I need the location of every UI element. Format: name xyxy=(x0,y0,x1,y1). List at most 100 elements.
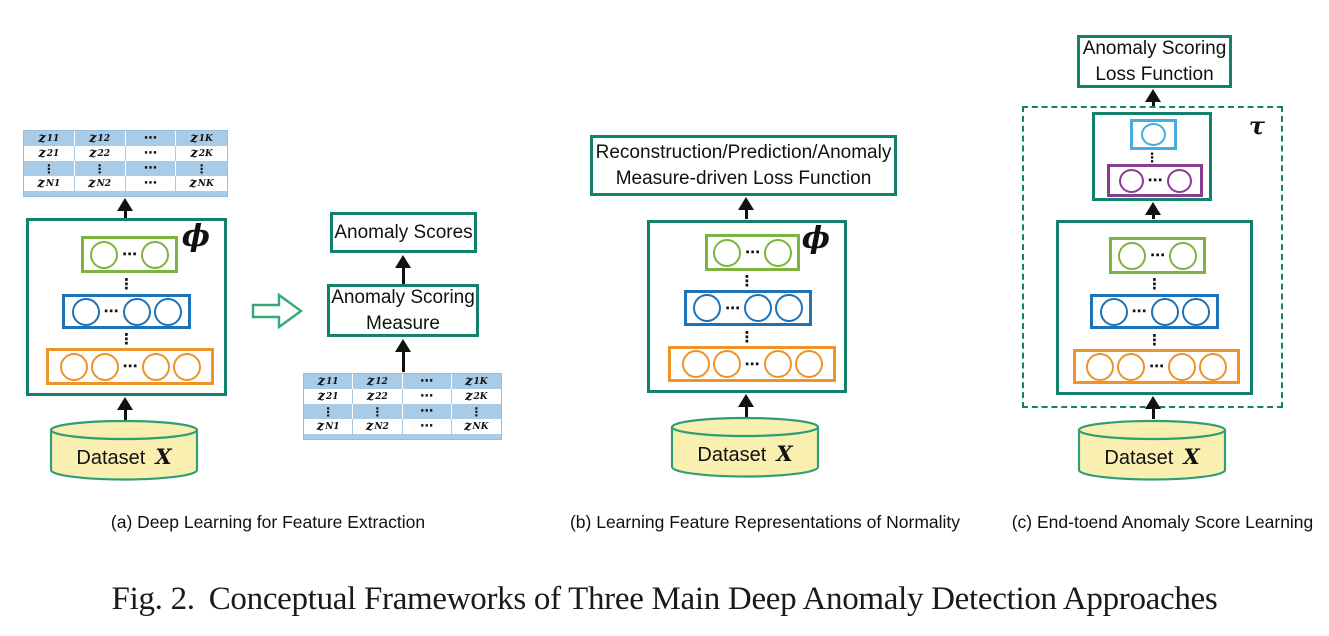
matrix-cell: ⋯ xyxy=(403,419,452,434)
panel-b-caption: (b) Learning Feature Representations of … xyxy=(569,512,961,532)
scorer-network-box: ⋮ ⋯ xyxy=(1092,112,1212,201)
vertical-dots: ⋮ xyxy=(1145,151,1159,166)
hollow-arrow-icon xyxy=(251,292,304,330)
arrow-network-to-matrix xyxy=(117,198,133,218)
neuron-circle xyxy=(713,238,741,267)
loss-line2: Loss Function xyxy=(1095,63,1214,85)
vertical-dots: ⋮ xyxy=(119,275,134,293)
dataset-word: Dataset xyxy=(76,447,146,469)
neuron-circle xyxy=(1086,352,1114,381)
panel-c-caption: (c) End-toend Anomaly Score Learning xyxy=(1011,512,1314,532)
matrix-row: ⋮⋮⋯⋮ xyxy=(24,161,227,176)
ellipsis-dots: ⋯ xyxy=(1149,357,1164,375)
arrow-stem xyxy=(123,211,127,218)
tau-symbol: τ xyxy=(1248,111,1265,140)
neuron-circle xyxy=(141,352,170,381)
neuron-circle xyxy=(59,352,88,381)
feature-network-box: ϕ ⋯ ⋮ ⋯ ⋮ ⋯ xyxy=(26,218,227,396)
dataset-symbol: X xyxy=(776,441,793,466)
ellipsis-dots: ⋯ xyxy=(1150,246,1165,264)
hidden-layer-green: ⋯ xyxy=(1109,237,1206,274)
neuron-circle xyxy=(1118,168,1144,193)
neuron-circle xyxy=(172,352,201,381)
ellipsis-dots: ⋯ xyxy=(1147,171,1163,189)
hidden-layer-blue: ⋯ xyxy=(62,294,191,329)
matrix-cell: ⋮ xyxy=(75,161,126,176)
loss-function-box-c: Anomaly Scoring Loss Function xyxy=(1077,35,1232,88)
arrow-head xyxy=(1145,396,1161,409)
arrow-stem xyxy=(1151,102,1155,106)
neuron-circle xyxy=(1199,352,1227,381)
arrow-head xyxy=(1145,89,1161,102)
arrow-head xyxy=(738,394,754,407)
arrow-head xyxy=(117,397,133,410)
arrow-tau-to-loss xyxy=(1145,89,1161,106)
matrix-cell: ⋮ xyxy=(353,404,403,419)
cylinder-shape xyxy=(1077,419,1227,481)
ellipsis-dots: ⋯ xyxy=(103,302,119,320)
vertical-dots: ⋮ xyxy=(119,330,134,348)
matrix-cell: ⋯ xyxy=(126,131,177,146)
scoring-measure-line2: Measure xyxy=(366,312,440,334)
neuron-circle xyxy=(794,350,823,378)
matrix-cell: ⋮ xyxy=(24,161,75,176)
ellipsis-dots: ⋯ xyxy=(1131,302,1147,320)
matrix-cell: ⋯ xyxy=(126,176,177,191)
figure-caption: Fig. 2.Conceptual Frameworks of Three Ma… xyxy=(0,581,1329,618)
neuron-circle xyxy=(153,297,182,326)
input-layer-orange: ⋯ xyxy=(46,348,214,385)
neuron-circle xyxy=(1181,297,1210,326)
panel-a-caption: (a) Deep Learning for Feature Extraction xyxy=(110,512,426,532)
hidden-layer-blue: ⋯ xyxy=(1090,294,1219,329)
vertical-dots: ⋮ xyxy=(739,272,755,290)
figure-caption-text: Conceptual Frameworks of Three Main Deep… xyxy=(208,581,1218,617)
neuron-circle xyxy=(1168,352,1196,381)
neuron-circle xyxy=(71,297,100,326)
matrix-cell: ⋯ xyxy=(126,146,177,161)
neuron-circle xyxy=(1169,241,1197,270)
arrow-head xyxy=(117,198,133,211)
arrow-stem xyxy=(744,407,748,417)
matrix-cell: ⋯ xyxy=(126,161,177,176)
arrow-stem xyxy=(1151,215,1155,219)
loss-line2: Measure-driven Loss Function xyxy=(615,167,872,189)
matrix-cell: ⋯ xyxy=(403,374,452,389)
loss-function-box-b: Reconstruction/Prediction/Anomaly Measur… xyxy=(590,135,897,196)
transform-arrow xyxy=(250,291,304,336)
cylinder-shape xyxy=(49,419,199,481)
feature-network-box-b: ϕ ⋯ ⋮ ⋯ ⋮ ⋯ xyxy=(647,220,847,393)
arrow-network-to-loss xyxy=(738,197,754,219)
neuron-circle xyxy=(90,240,118,269)
neuron-circle xyxy=(122,297,151,326)
dataset-symbol: X xyxy=(155,444,172,469)
loss-line1: Reconstruction/Prediction/Anomaly xyxy=(595,142,892,164)
neuron-circle xyxy=(1141,123,1166,146)
ellipsis-dots: ⋯ xyxy=(745,243,760,261)
arrow-matrix-to-measure xyxy=(395,339,411,372)
arrow-stem xyxy=(744,210,748,219)
arrow-head xyxy=(738,197,754,210)
arrow-network-to-scorer xyxy=(1145,202,1161,219)
matrix-cell: ⋮ xyxy=(470,404,483,419)
ellipsis-dots: ⋯ xyxy=(122,245,137,263)
neuron-circle xyxy=(90,352,119,381)
neuron-circle xyxy=(744,294,772,322)
hidden-layer-green: ⋯ xyxy=(81,236,178,273)
